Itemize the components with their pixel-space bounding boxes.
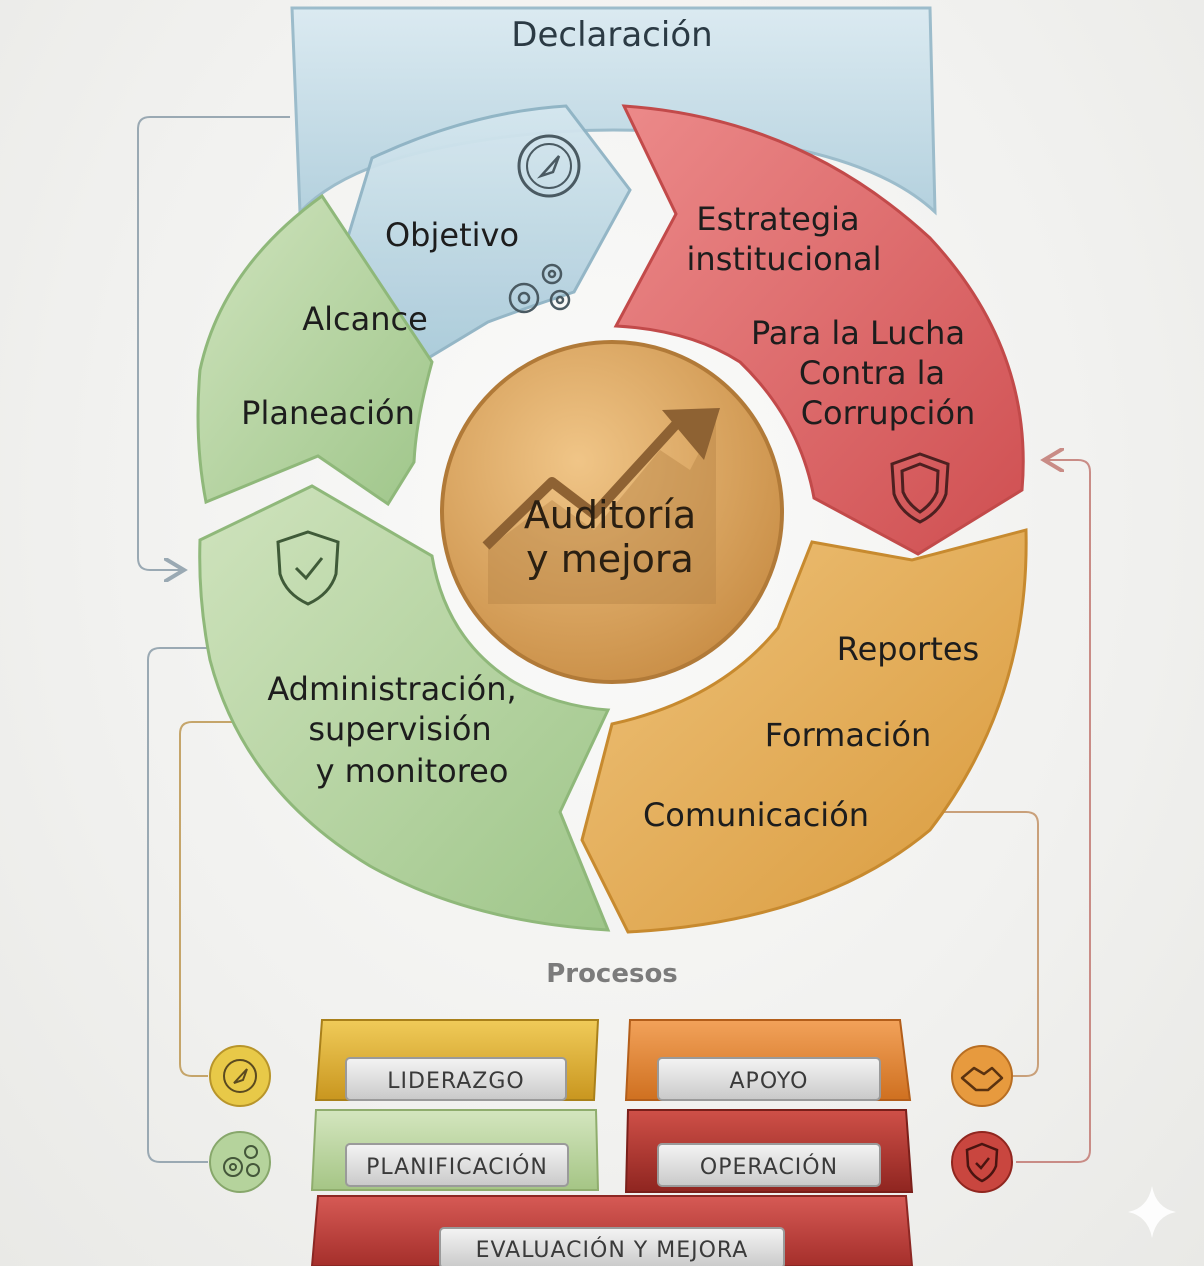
- shield-icon: [890, 452, 950, 524]
- connector-planificacion: [147, 647, 212, 1163]
- label-planeacion: Planeación: [241, 394, 415, 432]
- operacion-shield-icon: [951, 1131, 1013, 1193]
- liderazgo-compass-icon: [209, 1045, 271, 1107]
- label-institucional: institucional: [687, 240, 882, 278]
- connector-apoyo: [905, 811, 1039, 1077]
- label-reportes: Reportes: [837, 630, 979, 668]
- segment-alcance-planeacion: Alcance Planeación: [196, 193, 434, 507]
- planificacion-gears-icon: [209, 1131, 271, 1193]
- procesos-title: Procesos: [546, 959, 678, 989]
- process-operacion: OPERACIÓN: [624, 1109, 914, 1193]
- label-objetivo: Objetivo: [385, 216, 519, 254]
- gears-icon: [508, 263, 571, 314]
- label-para-la-lucha: Para la Lucha: [751, 314, 965, 352]
- process-evaluacion: EVALUACIÓN Y MEJORA: [310, 1195, 914, 1266]
- declaracion-banner: Declaración: [290, 6, 937, 216]
- center-label-mejora: y mejora: [526, 537, 694, 581]
- segment-estrategia: Estrategia institucional Para la Lucha C…: [613, 104, 1025, 556]
- label-formacion: Formación: [765, 716, 932, 754]
- label-monitoreo: y monitoreo: [316, 752, 509, 790]
- banner-label: Declaración: [511, 15, 712, 55]
- process-apoyo: APOYO: [624, 1019, 912, 1101]
- trend-arrow-icon: [482, 408, 720, 604]
- label-operacion: OPERACIÓN: [700, 1154, 838, 1180]
- apoyo-handshake-icon: [951, 1045, 1013, 1107]
- label-supervision: supervisión: [308, 710, 491, 748]
- label-estrategia: Estrategia: [696, 200, 859, 238]
- label-planificacion: PLANIFICACIÓN: [366, 1154, 548, 1180]
- segment-objetivo: Objetivo: [328, 104, 632, 362]
- label-administracion: Administración,: [267, 670, 516, 708]
- label-corrupcion: Corrupción: [801, 394, 976, 432]
- center-label-auditoria: Auditoría: [524, 493, 696, 537]
- connector-declaracion-to-admin: [137, 116, 290, 570]
- sparkle-icon: [1128, 1186, 1176, 1238]
- process-planificacion: PLANIFICACIÓN: [310, 1109, 600, 1191]
- label-evaluacion: EVALUACIÓN Y MEJORA: [476, 1237, 749, 1263]
- compass-icon: [517, 134, 581, 198]
- process-liderazgo: LIDERAZGO: [314, 1019, 600, 1101]
- label-alcance: Alcance: [302, 300, 428, 338]
- label-contra-la: Contra la: [799, 354, 945, 392]
- connector-lines: [137, 116, 1091, 1163]
- connector-liderazgo: [179, 721, 245, 1077]
- center-auditoria: Auditoría y mejora: [440, 340, 784, 684]
- connector-operacion-to-red: [1016, 460, 1091, 1163]
- label-apoyo: APOYO: [730, 1069, 809, 1094]
- segment-reportes: Reportes Formación Comunicación: [580, 528, 1028, 934]
- label-comunicacion: Comunicación: [643, 796, 869, 834]
- segment-administracion: Administración, supervisión y monitoreo: [198, 484, 611, 932]
- shield-check-icon: [276, 530, 340, 606]
- label-liderazgo: LIDERAZGO: [387, 1069, 524, 1094]
